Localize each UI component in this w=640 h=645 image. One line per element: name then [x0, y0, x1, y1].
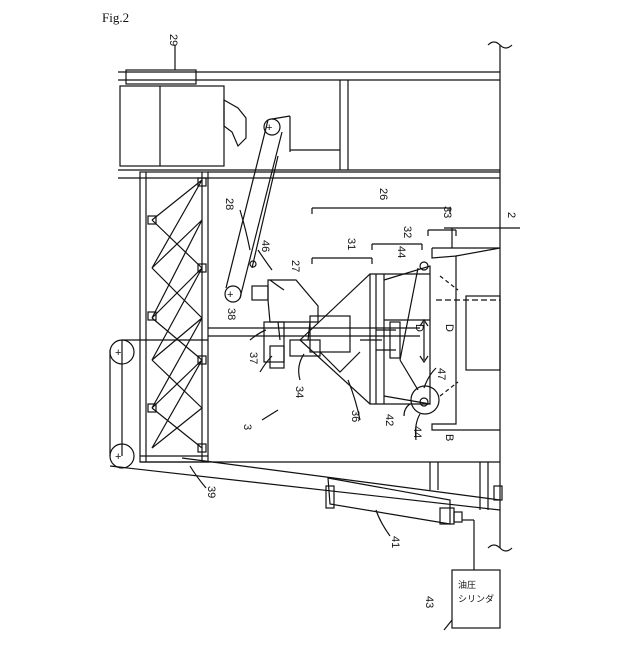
figure-label: Fig.2 [102, 10, 129, 25]
numeral-34: 34 [293, 386, 305, 398]
numeral-27: 27 [289, 260, 301, 272]
arrow-label-D-left: D [413, 324, 425, 332]
numeral-43: 43 [423, 596, 435, 608]
lower-frame [326, 462, 502, 510]
drive-belt [110, 340, 500, 510]
numeral-44-upper: 44 [395, 246, 407, 258]
numeral-37: 37 [247, 352, 259, 364]
funnel-cone [300, 274, 430, 404]
pulley-mark: + [266, 122, 272, 134]
pulley-mark: + [115, 347, 121, 359]
reference-numerals: 29 28 46 27 26 31 32 33 2 44 38 37 34 36… [167, 34, 517, 608]
supply-hopper [120, 45, 246, 166]
arrow-label-D-right: D [443, 324, 455, 332]
center-shaft [208, 322, 420, 368]
numeral-39: 39 [205, 486, 217, 498]
numeral-26: 26 [377, 188, 389, 200]
numeral-36: 36 [349, 410, 361, 422]
weighing-bin [252, 280, 318, 340]
cylinder-box-line1: 油圧 [458, 579, 476, 591]
numeral-28: 28 [223, 198, 235, 210]
pulley-mark: + [115, 451, 121, 463]
numeral-46: 46 [259, 240, 271, 252]
numeral-44-lower: 44 [411, 426, 423, 438]
numeral-2: 2 [505, 212, 517, 218]
hydraulic-cylinder [328, 478, 474, 570]
top-beam [118, 72, 500, 178]
numeral-47: 47 [435, 368, 447, 380]
cylinder-box-line2: シリンダ [458, 593, 494, 605]
numeral-42: 42 [383, 414, 395, 426]
numeral-41: 41 [389, 536, 401, 548]
pulley-mark: + [227, 289, 233, 301]
numeral-38: 38 [225, 308, 237, 320]
detail-circle [411, 386, 439, 414]
numeral-29: 29 [167, 34, 179, 46]
truss [148, 178, 206, 452]
numeral-3: 3 [241, 424, 253, 430]
numeral-32: 32 [401, 226, 413, 238]
numeral-33: 33 [441, 206, 453, 218]
detail-label-B: B [443, 434, 455, 441]
numeral-31: 31 [345, 238, 357, 250]
